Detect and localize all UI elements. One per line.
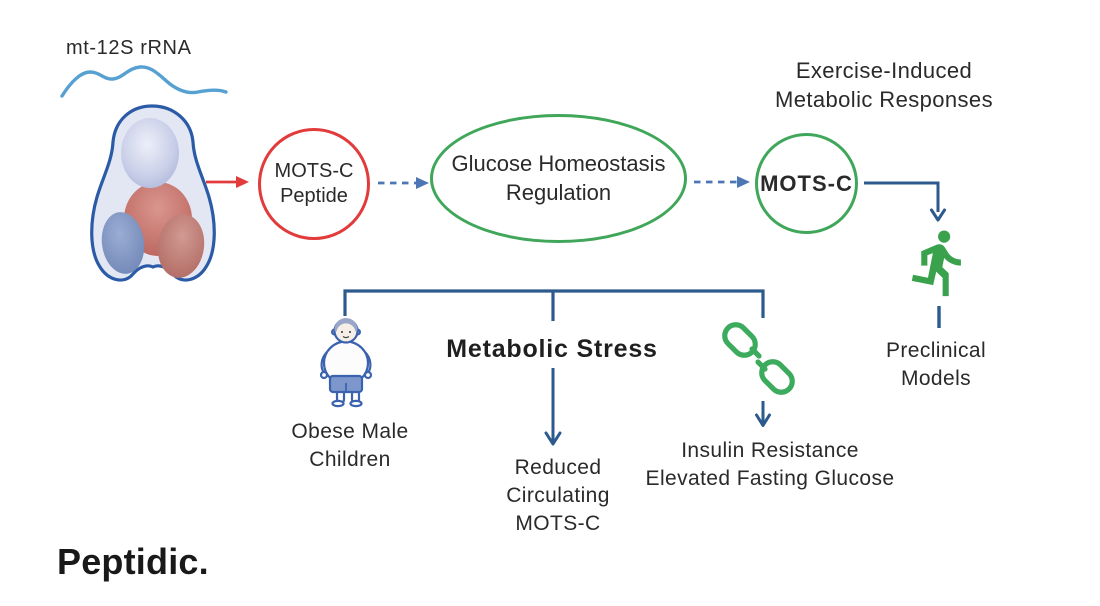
rna-strand-icon (60, 65, 228, 98)
dashed-arrow-glucose-to-motsc (694, 176, 750, 188)
broken-chain-icon (722, 322, 795, 395)
motsc-node-label: MOTS-C (760, 170, 853, 196)
obese-child-icon (319, 318, 373, 408)
dashed-arrow-peptide-to-glucose (378, 177, 429, 189)
glucose-node-label: Glucose Homeostasis Regulation (451, 150, 666, 205)
chain-down-arrow (755, 401, 771, 427)
peptide-node-label: MOTS-C Peptide (274, 160, 354, 207)
preclinical-label: Preclinical Models (885, 339, 987, 391)
motsc-node: MOTS-C (755, 133, 858, 234)
peptide-node: MOTS-C Peptide (258, 128, 370, 240)
reduced-motsc-label: Reduced Circulating MOTS-C (506, 456, 610, 536)
elbow-arrow-to-runner (864, 181, 946, 222)
production-arrow (206, 176, 249, 188)
stress-down-arrow (544, 368, 562, 446)
metabolic-stress-label: Metabolic Stress (446, 335, 658, 363)
rna-label: mt-12S rRNA (66, 37, 192, 59)
branch-bracket (343, 289, 765, 321)
glucose-node: Glucose Homeostasis Regulation (430, 114, 687, 243)
brand-logo: Peptidic. (57, 541, 209, 582)
obese-children-label: Obese Male Children (291, 420, 409, 472)
mitochondria-icon (90, 104, 216, 282)
exercise-caption: Exercise-Induced Metabolic Responses (775, 58, 993, 113)
runner-icon (911, 230, 961, 297)
insulin-resistance-label: Insulin Resistance Elevated Fasting Gluc… (645, 439, 895, 491)
